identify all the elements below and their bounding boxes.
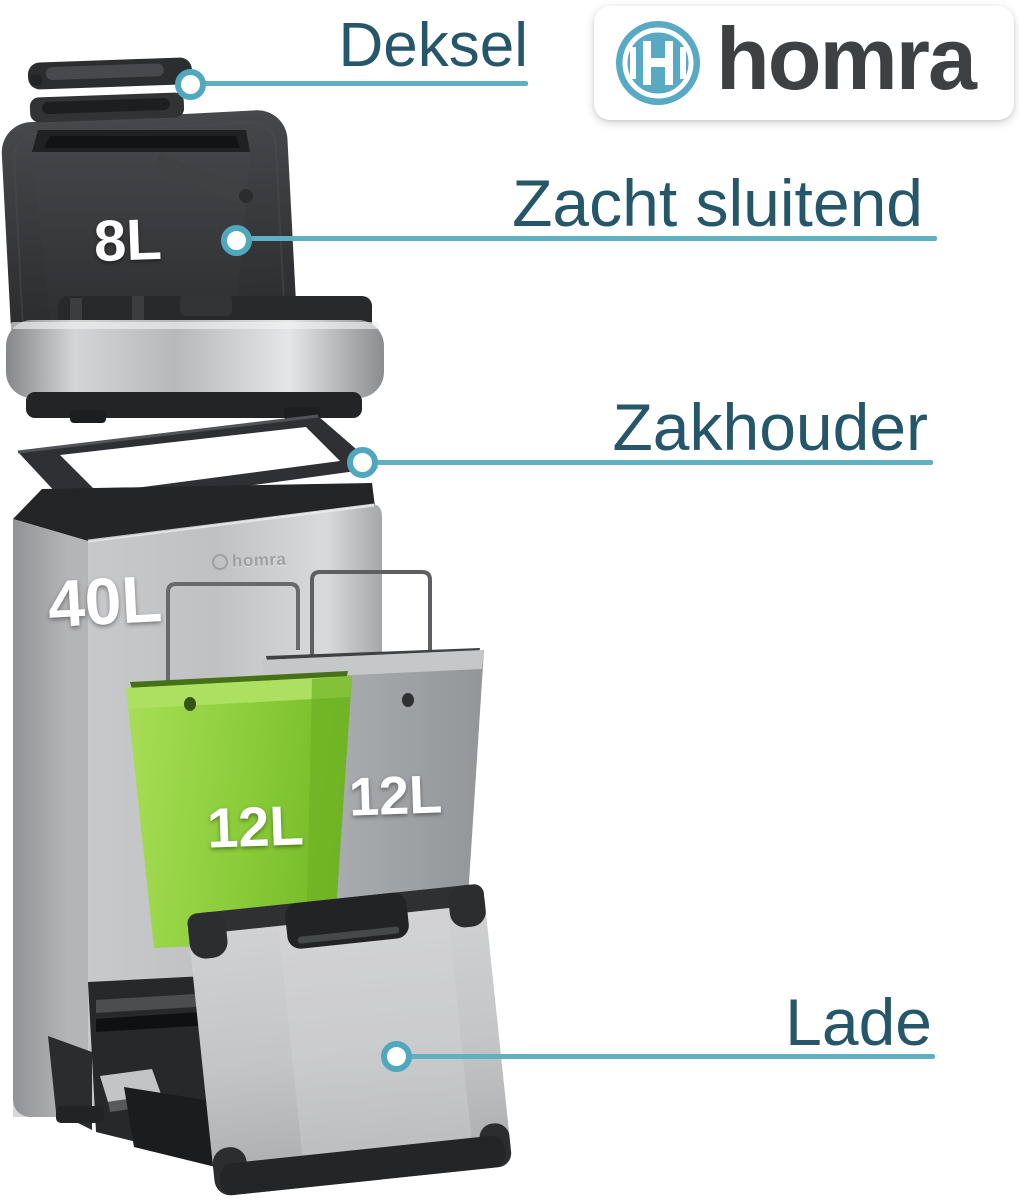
embossed-homra-logo: homra [211, 549, 287, 573]
callout-line-deksel [190, 81, 528, 86]
bin-wire-handles [166, 570, 432, 700]
bucket-handle [153, 154, 250, 204]
capacity-label-12l-green: 12L [205, 793, 305, 860]
brand-logo-text: homra [716, 9, 977, 108]
capacity-label-8l: 8L [92, 206, 163, 275]
callout-label-zacht-sluitend: Zacht sluitend [512, 166, 923, 240]
embossed-logo-text: homra [231, 549, 287, 571]
lid-top-plate [27, 57, 192, 90]
callout-label-deksel: Deksel [338, 11, 528, 80]
callout-dot-lade [381, 1041, 412, 1072]
base-plinth [48, 1036, 104, 1130]
callout-line-lade [396, 1054, 935, 1059]
callout-label-lade: Lade [785, 985, 932, 1059]
callout-label-zakhouder: Zakhouder [612, 390, 928, 464]
capacity-label-12l-gray: 12L [347, 764, 444, 828]
homra-h-circle-icon [616, 21, 700, 105]
brand-logo-card: homra [594, 6, 1014, 120]
pull-out-drawer [187, 884, 512, 1196]
inner-bucket-8l [32, 130, 253, 338]
callout-dot-zakhouder [347, 447, 378, 478]
callout-line-zakhouder [362, 460, 933, 465]
capacity-label-40l: 40L [46, 561, 164, 641]
callout-line-zacht-sluitend [237, 236, 937, 241]
lid-inner-frame [29, 92, 185, 123]
callout-dot-zacht-sluitend [221, 225, 252, 256]
green-bin-12l [126, 671, 352, 948]
callout-dot-deksel [175, 69, 206, 100]
embossed-logo-ring-icon [211, 553, 229, 571]
steel-top-unit [6, 294, 384, 423]
